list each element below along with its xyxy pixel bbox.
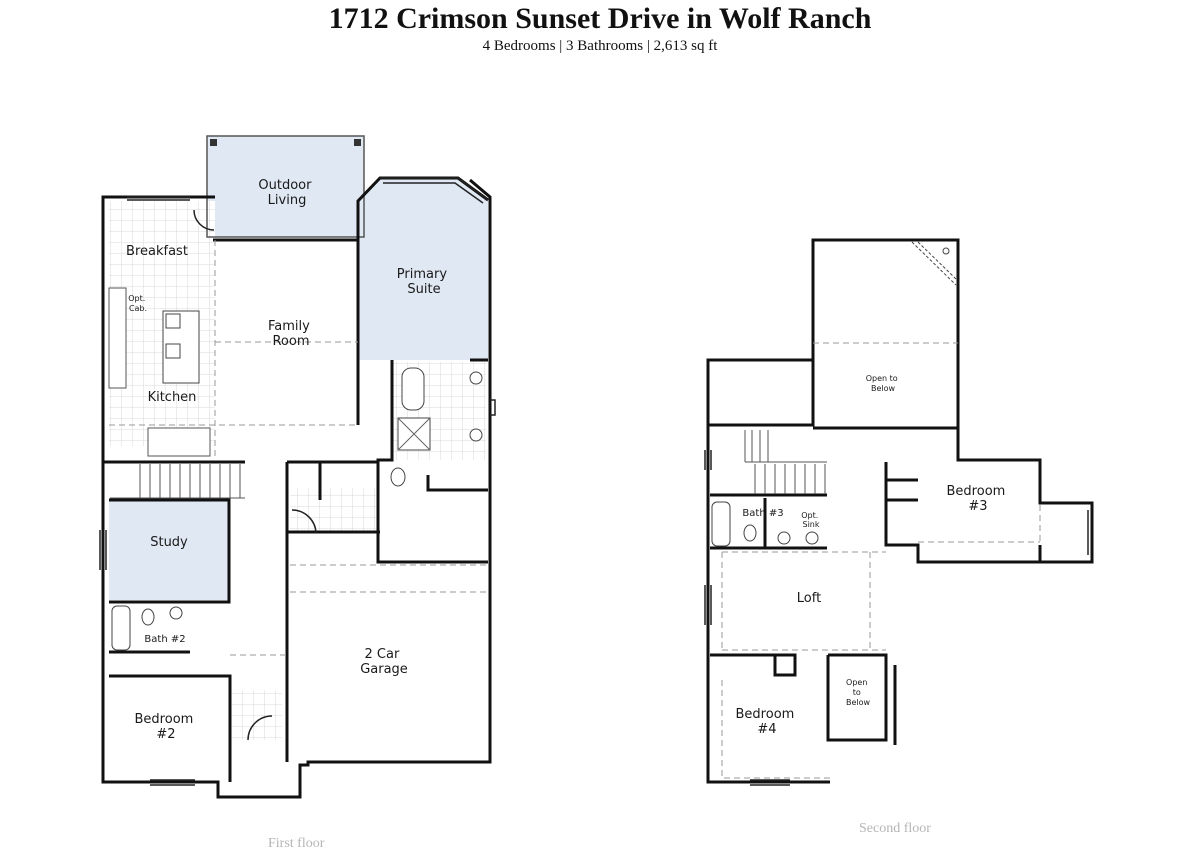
second-floor-outer-wall (811, 238, 1094, 564)
label-kitchen: Kitchen (148, 390, 197, 405)
label-family-room: Family Room (268, 319, 314, 349)
page-title: 1712 Crimson Sunset Drive in Wolf Ranch (328, 2, 872, 35)
label-opt-sink: Opt. Sink (801, 511, 821, 529)
entry-tile (232, 690, 282, 740)
label-bedroom-2: Bedroom #2 (135, 712, 198, 742)
label-outdoor-living: Outdoor Living (258, 178, 315, 208)
first-floor-plan (99, 135, 496, 799)
label-open-to-below-top: Open to Below (866, 374, 901, 393)
label-primary-suite: Primary Suite (397, 267, 451, 297)
label-opt-cab: Opt. Cab. (128, 294, 148, 313)
label-garage: 2 Car Garage (360, 647, 408, 677)
label-study: Study (150, 535, 188, 550)
page-subtitle: 4 Bedrooms | 3 Bathrooms | 2,613 sq ft (482, 38, 718, 54)
label-loft: Loft (797, 591, 821, 606)
header: 1712 Crimson Sunset Drive in Wolf Ranch … (0, 0, 1200, 55)
label-open-to-below-bottom: Open to Below (846, 678, 871, 707)
second-floor-caption: Second floor (859, 821, 931, 836)
second-floor-plan (704, 238, 1094, 786)
primary-suite-area (358, 178, 488, 360)
label-breakfast: Breakfast (126, 244, 188, 259)
label-bath-3: Bath #3 (742, 508, 783, 519)
first-floor-caption: First floor (268, 836, 325, 851)
label-bedroom-3: Bedroom #3 (947, 484, 1010, 514)
label-bedroom-4: Bedroom #4 (736, 707, 799, 737)
first-floor-outer-wall (101, 178, 492, 799)
study-area (109, 501, 229, 600)
outdoor-living-area (207, 136, 364, 237)
laundry-tile (290, 488, 378, 532)
label-bath-2: Bath #2 (144, 634, 185, 645)
